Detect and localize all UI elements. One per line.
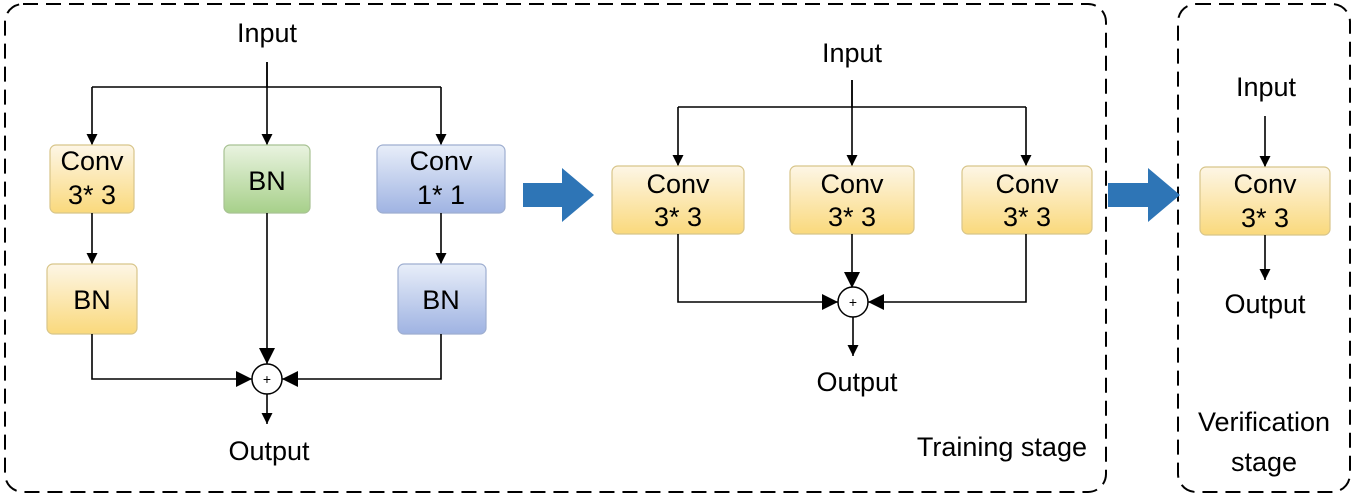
output-label: Output [816,367,898,397]
input-label: Input [237,18,298,48]
svg-text:Conv: Conv [995,169,1059,199]
svg-text:+: + [849,294,857,310]
svg-text:Conv: Conv [646,169,710,199]
svg-text:1* 1: 1* 1 [417,180,465,210]
output-label: Output [228,436,310,466]
svg-text:Conv: Conv [60,146,124,176]
multi-branch-block: Input Conv 3* 3 BN Conv 1* 1 BN BN + Out… [46,18,506,466]
svg-text:Conv: Conv [409,146,473,176]
svg-text:3* 3: 3* 3 [654,202,702,232]
input-label: Input [1236,72,1297,102]
transition-arrow [1108,168,1180,222]
input-label: Input [822,38,883,68]
bn-box [397,263,487,335]
training-stage-label: Training stage [917,432,1087,462]
verification-stage-label: stage [1231,447,1297,477]
svg-text:BN: BN [73,285,111,315]
svg-text:BN: BN [248,166,286,196]
svg-text:3* 3: 3* 3 [1003,202,1051,232]
conv3x3-box [961,165,1093,235]
svg-text:3* 3: 3* 3 [68,180,116,210]
fused-branches-block: Input Conv 3* 3 Conv 3* 3 Conv 3* 3 + Ou… [611,38,1093,397]
training-stage-frame [4,3,1107,493]
output-label: Output [1224,289,1306,319]
svg-text:Conv: Conv [820,169,884,199]
transition-arrow [523,168,594,222]
verification-stage-label: Verification [1198,407,1330,437]
verification-block: Input Conv 3* 3 Output Verification stag… [1198,72,1331,477]
svg-text:3* 3: 3* 3 [828,202,876,232]
svg-text:3* 3: 3* 3 [1241,203,1289,233]
svg-text:BN: BN [422,285,460,315]
svg-text:Conv: Conv [1233,169,1297,199]
svg-text:+: + [263,371,271,387]
